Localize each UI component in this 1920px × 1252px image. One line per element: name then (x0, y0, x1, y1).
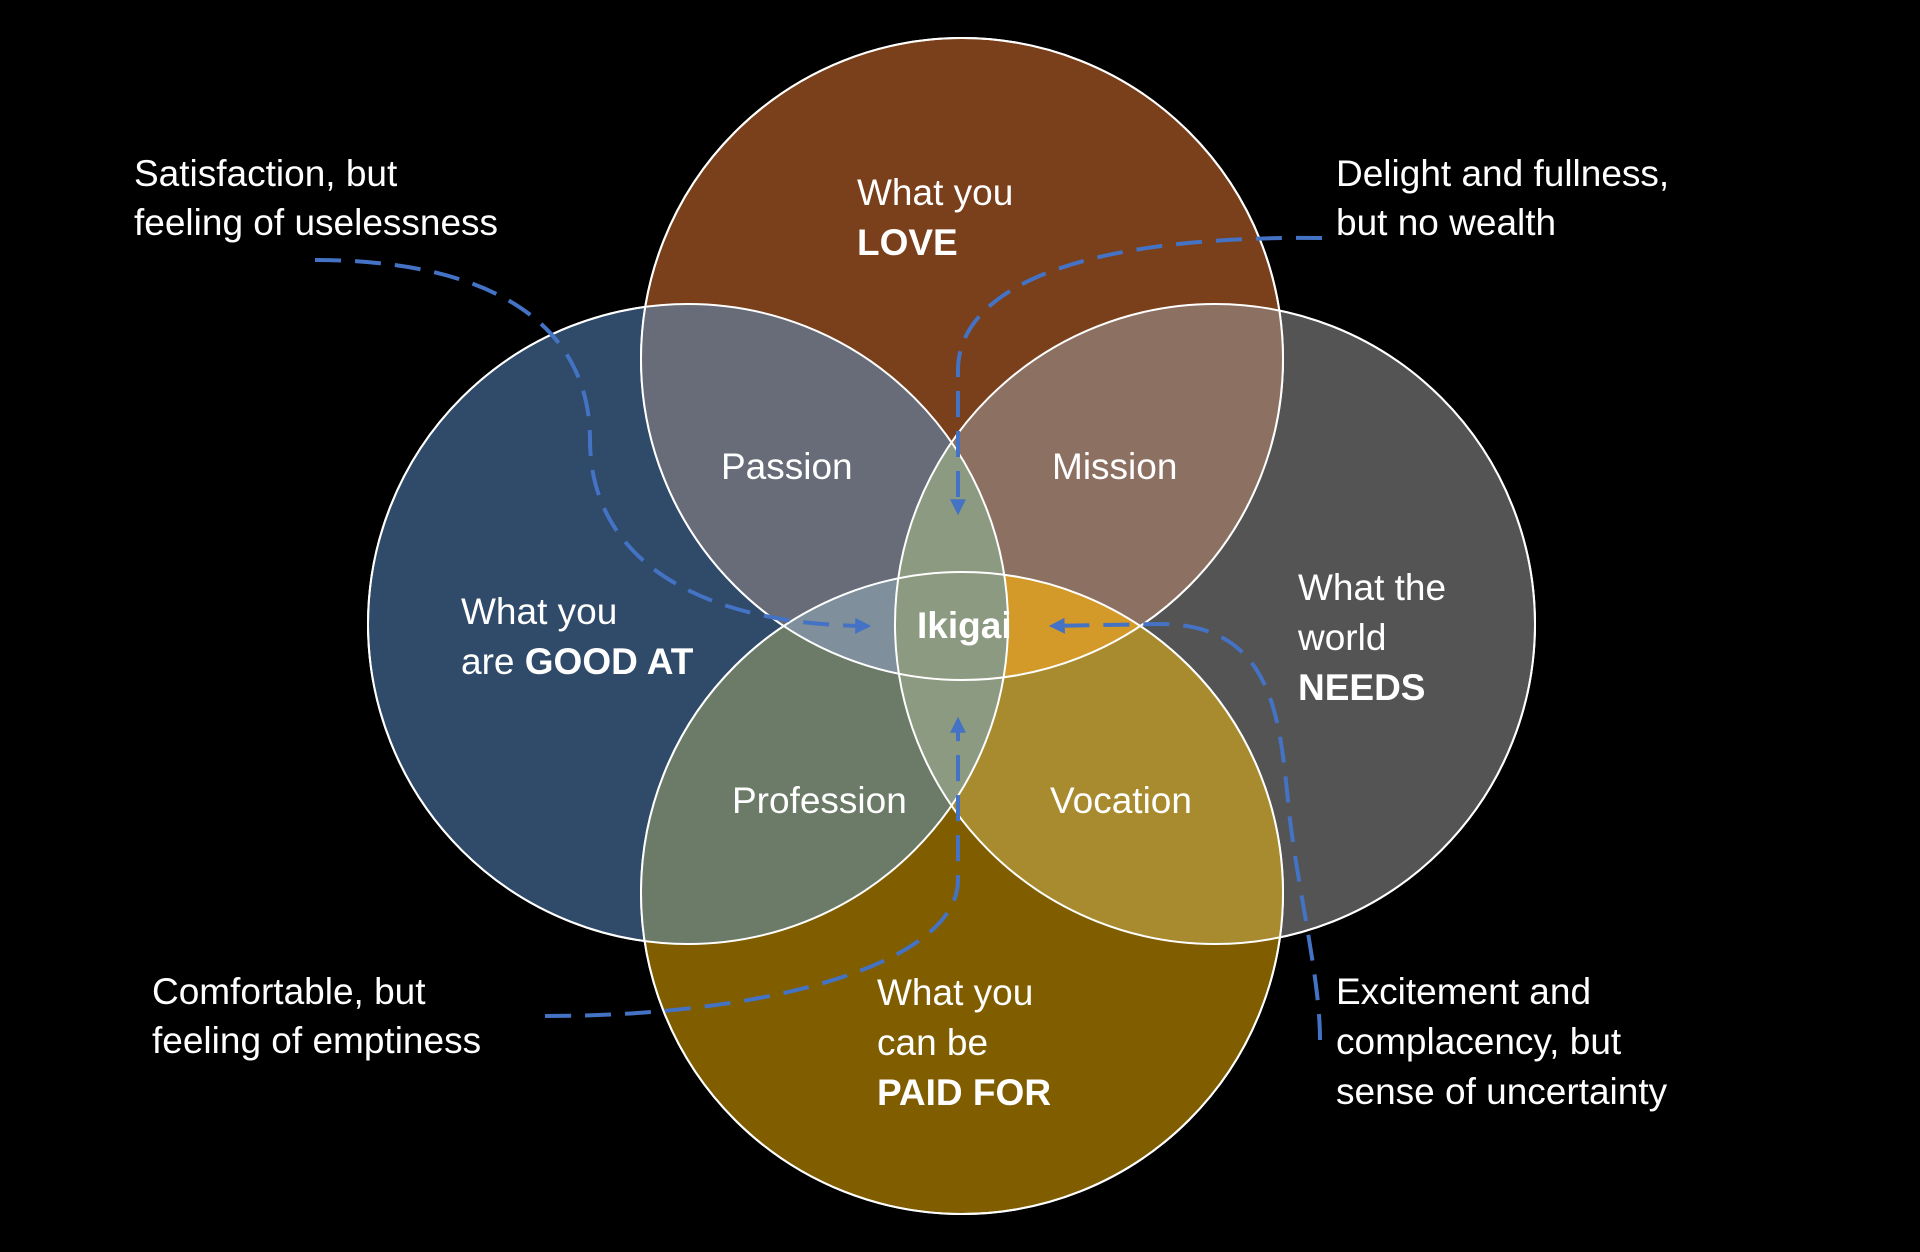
note-top-left: Satisfaction, but feeling of uselessness (134, 153, 498, 243)
label-passion: Passion (721, 446, 853, 487)
note-top-right: Delight and fullness, but no wealth (1336, 153, 1679, 243)
label-vocation: Vocation (1050, 780, 1192, 821)
label-ikigai: Ikigai (917, 605, 1012, 646)
label-love: What you LOVE (857, 172, 1024, 263)
note-bottom-left: Comfortable, but feeling of emptiness (152, 971, 481, 1061)
label-paid-for: What you can be PAID FOR (877, 972, 1051, 1113)
arrow-top-left (314, 258, 872, 634)
region-center-ikigai (895, 424, 1008, 824)
label-good-at-line2: are GOOD AT (461, 641, 694, 682)
dashed-arrows (314, 235, 1323, 1041)
label-mission: Mission (1052, 446, 1177, 487)
label-profession: Profession (732, 780, 907, 821)
label-world-needs: What the world NEEDS (1297, 567, 1456, 708)
note-bottom-right: Excitement and complacency, but sense of… (1336, 971, 1668, 1112)
arrow-bottom-right (1048, 617, 1322, 1041)
arrow-bottom-left (544, 716, 966, 1018)
label-good-at: What you are GOOD AT (461, 591, 694, 682)
circle-outlines (367, 37, 1536, 1215)
arrow-top-right (950, 235, 1323, 516)
